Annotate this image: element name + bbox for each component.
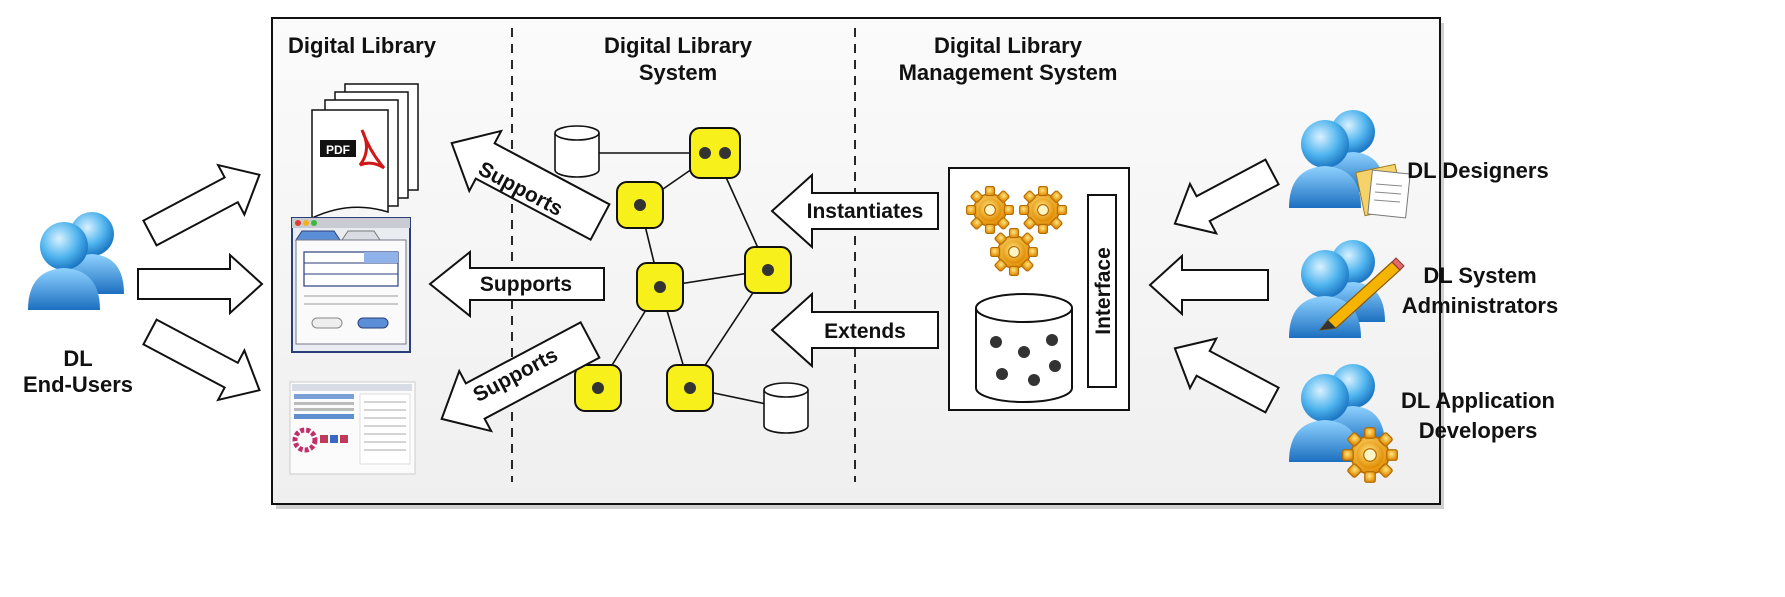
supports-label-middle: Supports: [480, 273, 572, 296]
end-users-label-line1: DL: [63, 346, 92, 371]
gear-icon: [1018, 185, 1068, 235]
supports-arrow-middle: [428, 249, 605, 319]
sysadmin-label-line2: Administrators: [1402, 293, 1558, 318]
extends-label: Extends: [824, 320, 906, 343]
section-title-dlms-line1: Digital Library: [934, 33, 1083, 58]
end-users-icon: [28, 212, 124, 310]
section-title-dlms-line2: Management System: [899, 60, 1118, 85]
end-users-label-line2: End-Users: [23, 372, 133, 397]
service-node: [636, 262, 684, 312]
appdev-label-line2: Developers: [1419, 418, 1538, 443]
database-cylinder-icon: [554, 125, 600, 178]
interface-label: Interface: [1092, 247, 1115, 335]
documents-icon: [1355, 163, 1411, 219]
interface-bar: [1087, 194, 1117, 388]
gear-icon: [1341, 426, 1399, 484]
gear-icon: [965, 185, 1015, 235]
sysadmin-arrow: [1148, 253, 1269, 317]
service-node: [689, 127, 741, 179]
end-user-arrow-middle: [137, 252, 264, 316]
designers-arrow: [1173, 158, 1280, 235]
appdev-label-line1: DL Application: [1401, 388, 1555, 413]
service-node: [744, 246, 792, 294]
section-title-digital-library: Digital Library: [288, 33, 437, 58]
supports-arrow-bottom: [440, 320, 601, 433]
dls-network: [554, 125, 809, 434]
database-cylinder-icon: [763, 382, 809, 434]
appdev-arrow: [1173, 337, 1280, 414]
service-node: [616, 181, 664, 229]
pencil-icon: [1318, 257, 1405, 331]
dlms-database-icon: [975, 293, 1073, 403]
sysadmin-label-line1: DL System: [1423, 263, 1536, 288]
designers-label: DL Designers: [1407, 158, 1548, 183]
system-frame: [271, 17, 1441, 505]
service-node: [574, 364, 622, 412]
extends-arrow: [770, 291, 939, 369]
dashboard-screenshot-icon: [289, 381, 416, 475]
dlms-box: Interface: [948, 167, 1130, 411]
instantiates-label: Instantiates: [807, 200, 924, 223]
end-user-arrow-top: [142, 163, 261, 247]
supports-arrow-top: [450, 129, 611, 242]
service-node: [666, 364, 714, 412]
web-form-window-icon: [291, 217, 411, 353]
gear-icon: [989, 227, 1039, 277]
instantiates-arrow: [770, 172, 939, 250]
end-user-arrow-bottom: [142, 318, 261, 402]
section-title-dls-line1: Digital Library: [604, 33, 753, 58]
section-title-dls-line2: System: [639, 60, 717, 85]
pdf-documents-icon: PDF: [311, 83, 419, 220]
pdf-badge: PDF: [326, 143, 350, 157]
